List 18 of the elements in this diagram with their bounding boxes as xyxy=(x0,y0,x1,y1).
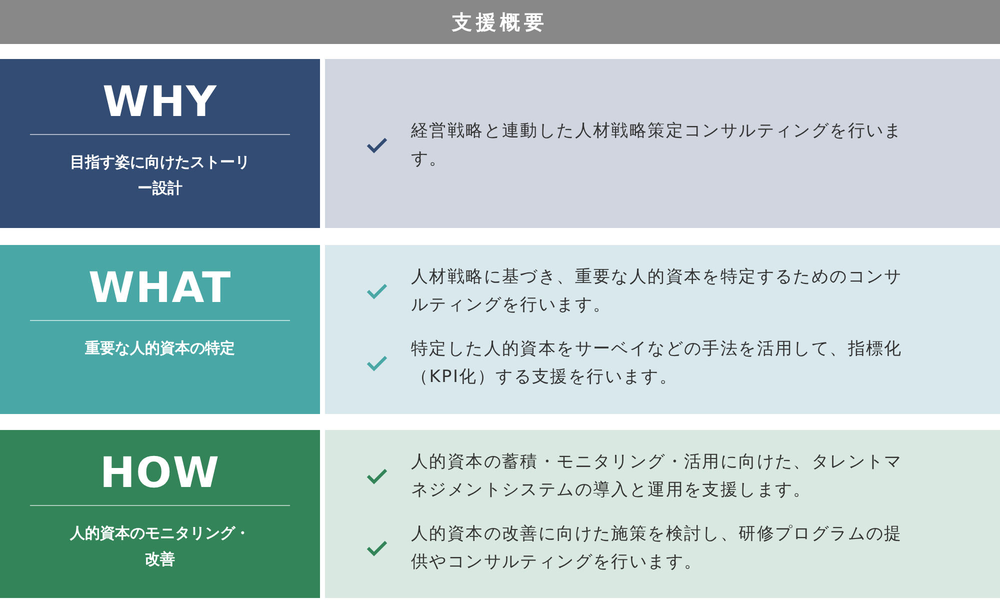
category-panel xyxy=(0,430,320,598)
description-text: 経営戦略と連動した人材戦略策定コンサルティングを行います。 xyxy=(411,120,904,171)
title-banner: 支援概要 xyxy=(0,0,1000,44)
description-text: 特定した人的資本をサーベイなどの手法を活用して、指標化（KPI化）する支援を行います。 xyxy=(411,338,904,389)
heading: HOW xyxy=(100,452,220,494)
subtitle: 目指す姿に向けたストーリー設計 xyxy=(70,152,250,199)
description-panel xyxy=(325,59,1000,228)
description-panel xyxy=(325,245,1000,414)
description-text: 人材戦略に基づき、重要な人的資本を特定するためのコンサルティングを行います。 xyxy=(411,266,904,317)
category-panel xyxy=(0,245,320,414)
description-text: 人的資本の改善に向けた施策を検討し、研修プログラムの提供やコンサルティングを行います。 xyxy=(411,523,904,574)
heading: WHY xyxy=(102,81,218,123)
description-text: 人的資本の蓄積・モニタリング・活用に向けた、タレントマネジメントシステムの導入と運用を支援します。 xyxy=(411,451,904,502)
description-panel xyxy=(325,430,1000,598)
subtitle: 人的資本のモニタリング・改善 xyxy=(70,523,250,570)
category-panel xyxy=(0,59,320,228)
heading: WHAT xyxy=(88,267,232,309)
subtitle: 重要な人的資本の特定 xyxy=(84,338,236,359)
